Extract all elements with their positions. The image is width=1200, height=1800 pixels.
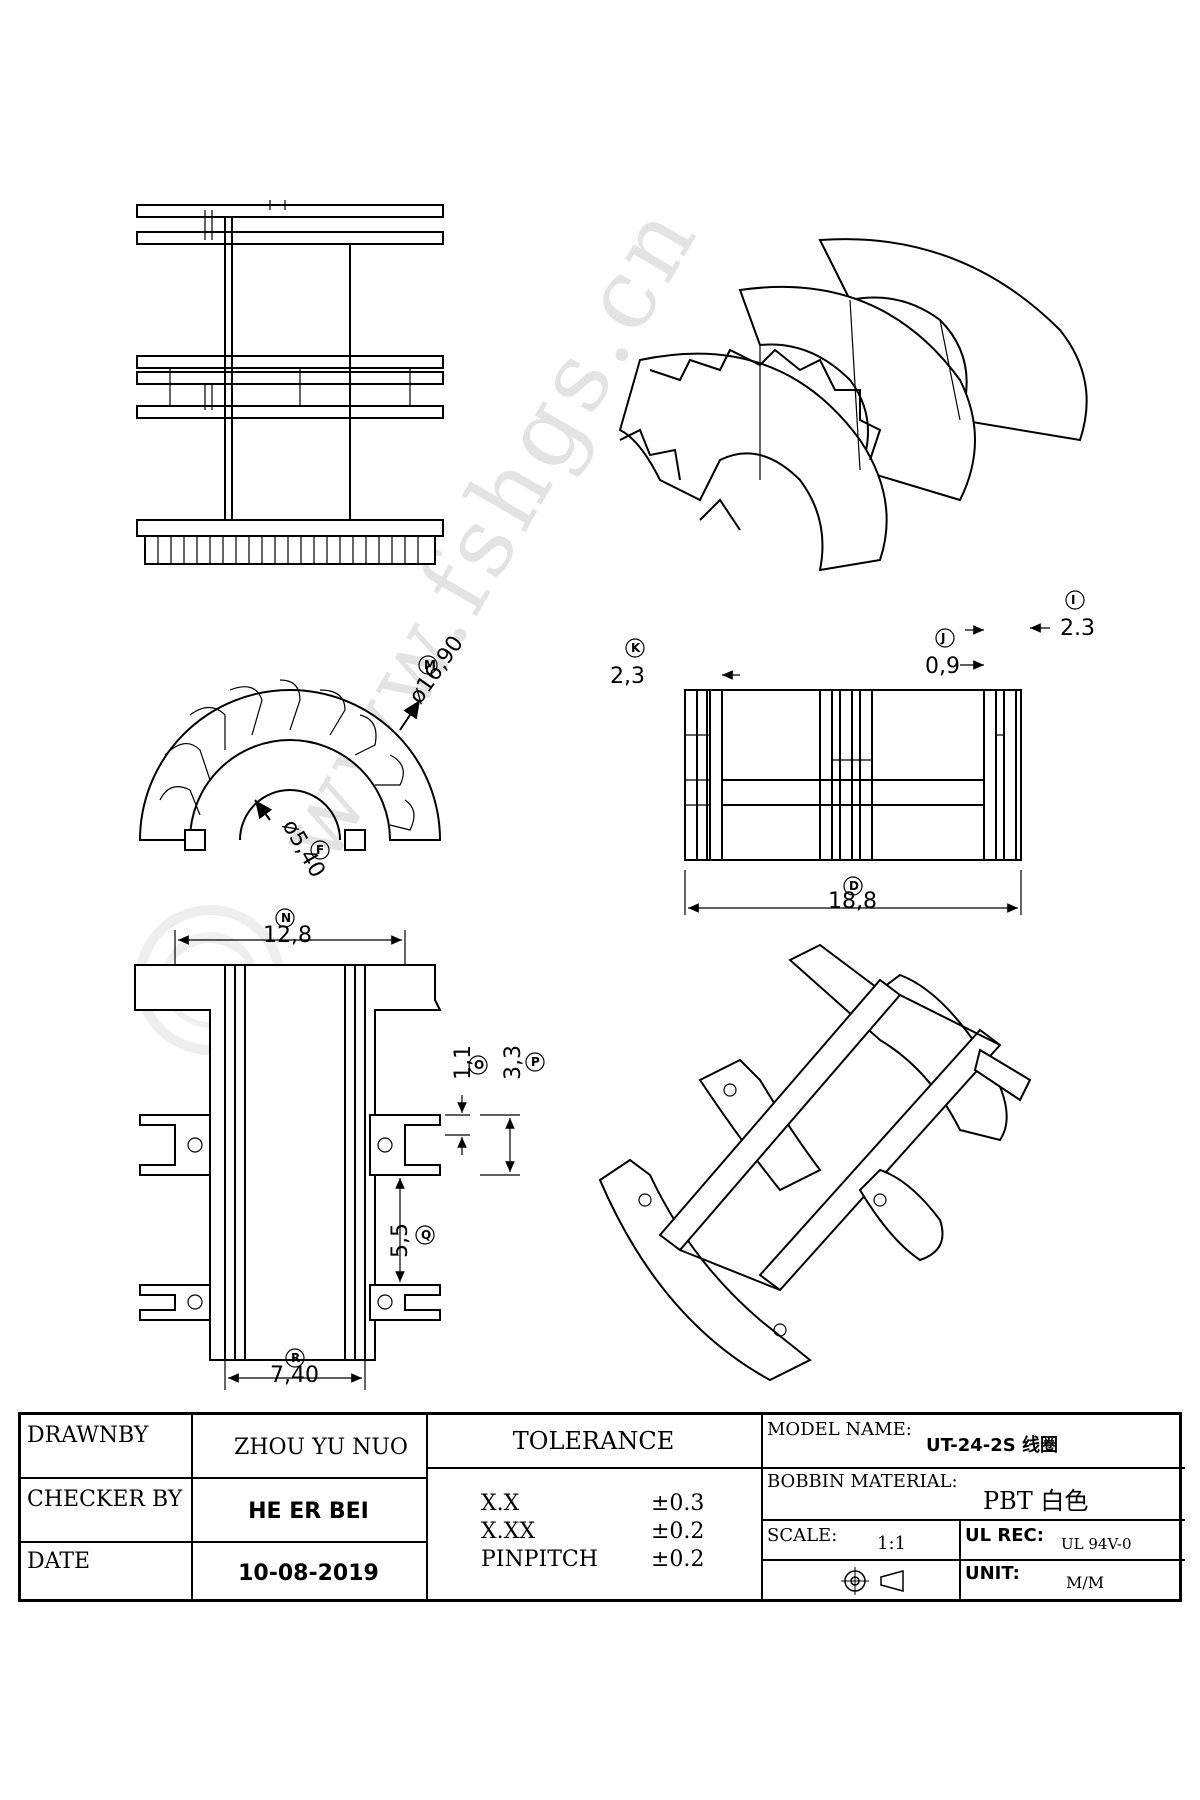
bubble-o: O: [474, 1058, 484, 1072]
projection-symbol-icon: [841, 1567, 904, 1595]
drawnby-label: DRAWNBY: [27, 1423, 149, 1448]
bobbin-material-label: BOBBIN MATERIAL:: [767, 1471, 958, 1492]
model-name-label: MODEL NAME:: [767, 1419, 912, 1440]
dim-o: 1,1 O: [445, 1045, 488, 1155]
front-view: [136, 200, 444, 565]
tolerance-label: TOLERANCE: [512, 1427, 675, 1455]
ul-rec-value: UL 94V-0: [1061, 1535, 1132, 1553]
isometric-view-top: [618, 238, 1088, 572]
bubble-k: K: [631, 641, 641, 655]
date-label: DATE: [27, 1549, 91, 1574]
isometric-view-bottom: [598, 943, 1032, 1382]
dim-d: D 18,8: [684, 870, 1022, 915]
tol-name-2: PINPITCH: [481, 1547, 598, 1572]
side-view: [684, 689, 1022, 861]
bubble-m: M: [424, 658, 436, 672]
tol-name-1: X.XX: [481, 1519, 535, 1544]
unit-value: M/M: [1066, 1573, 1105, 1592]
bobbin-material-value: PBT 白色: [983, 1487, 1089, 1515]
dim-p: 3,3 P: [480, 1045, 545, 1176]
scale-value: 1:1: [877, 1533, 906, 1554]
bubble-j: J: [940, 631, 945, 645]
bubble-r: R: [291, 1351, 300, 1365]
checker-label: CHECKER BY: [27, 1487, 183, 1512]
dim-q-label: 5,5: [388, 1223, 413, 1258]
date-value: 10-08-2019: [238, 1561, 379, 1586]
top-view: [134, 964, 442, 1361]
tol-value-0: ±0.3: [651, 1491, 705, 1516]
dim-n-label: 12,8: [263, 923, 312, 948]
dim-k-label: 2,3: [610, 664, 645, 689]
tol-value-1: ±0.2: [651, 1519, 705, 1544]
top-view-pins: [139, 1114, 441, 1321]
end-view: [138, 679, 442, 851]
tol-name-0: X.X: [481, 1491, 520, 1516]
dim-r: R 7,40: [224, 1348, 366, 1390]
dim-r-label: 7,40: [270, 1363, 319, 1388]
dim-n: N 12,8: [174, 908, 406, 965]
dim-j-label: 0,9: [925, 654, 960, 679]
dim-k: K 2,3: [610, 638, 740, 689]
bubble-d: D: [849, 879, 859, 893]
bubble-p: P: [531, 1055, 540, 1069]
unit-label: UNIT:: [965, 1563, 1020, 1584]
dim-o-label: 1,1: [451, 1045, 476, 1080]
scale-label: SCALE:: [767, 1525, 838, 1546]
dim-p-label: 3,3: [501, 1045, 526, 1080]
model-name-value: UT-24-2S 线圈: [926, 1435, 1058, 1456]
dim-j: J 0,9: [925, 625, 984, 679]
bubble-i: I: [1071, 593, 1075, 607]
front-view-pins: [157, 536, 419, 564]
checker-value: HE ER BEI: [248, 1499, 369, 1524]
end-view-teeth: [159, 679, 415, 831]
title-block: DRAWNBY ZHOU YU NUO CHECKER BY HE ER BEI…: [18, 1412, 1185, 1602]
dim-i-label: 2.3: [1060, 616, 1095, 641]
dim-i: I 2.3: [1030, 590, 1095, 641]
bubble-n: N: [281, 911, 291, 925]
dim-d-label: 18,8: [828, 889, 877, 914]
drawnby-value: ZHOU YU NUO: [234, 1435, 408, 1460]
dim-q: 5,5 Q: [375, 1174, 435, 1286]
bubble-f: F: [316, 843, 324, 857]
bubble-q: Q: [421, 1228, 431, 1242]
tol-value-2: ±0.2: [651, 1547, 705, 1572]
ul-rec-label: UL REC:: [965, 1525, 1044, 1546]
